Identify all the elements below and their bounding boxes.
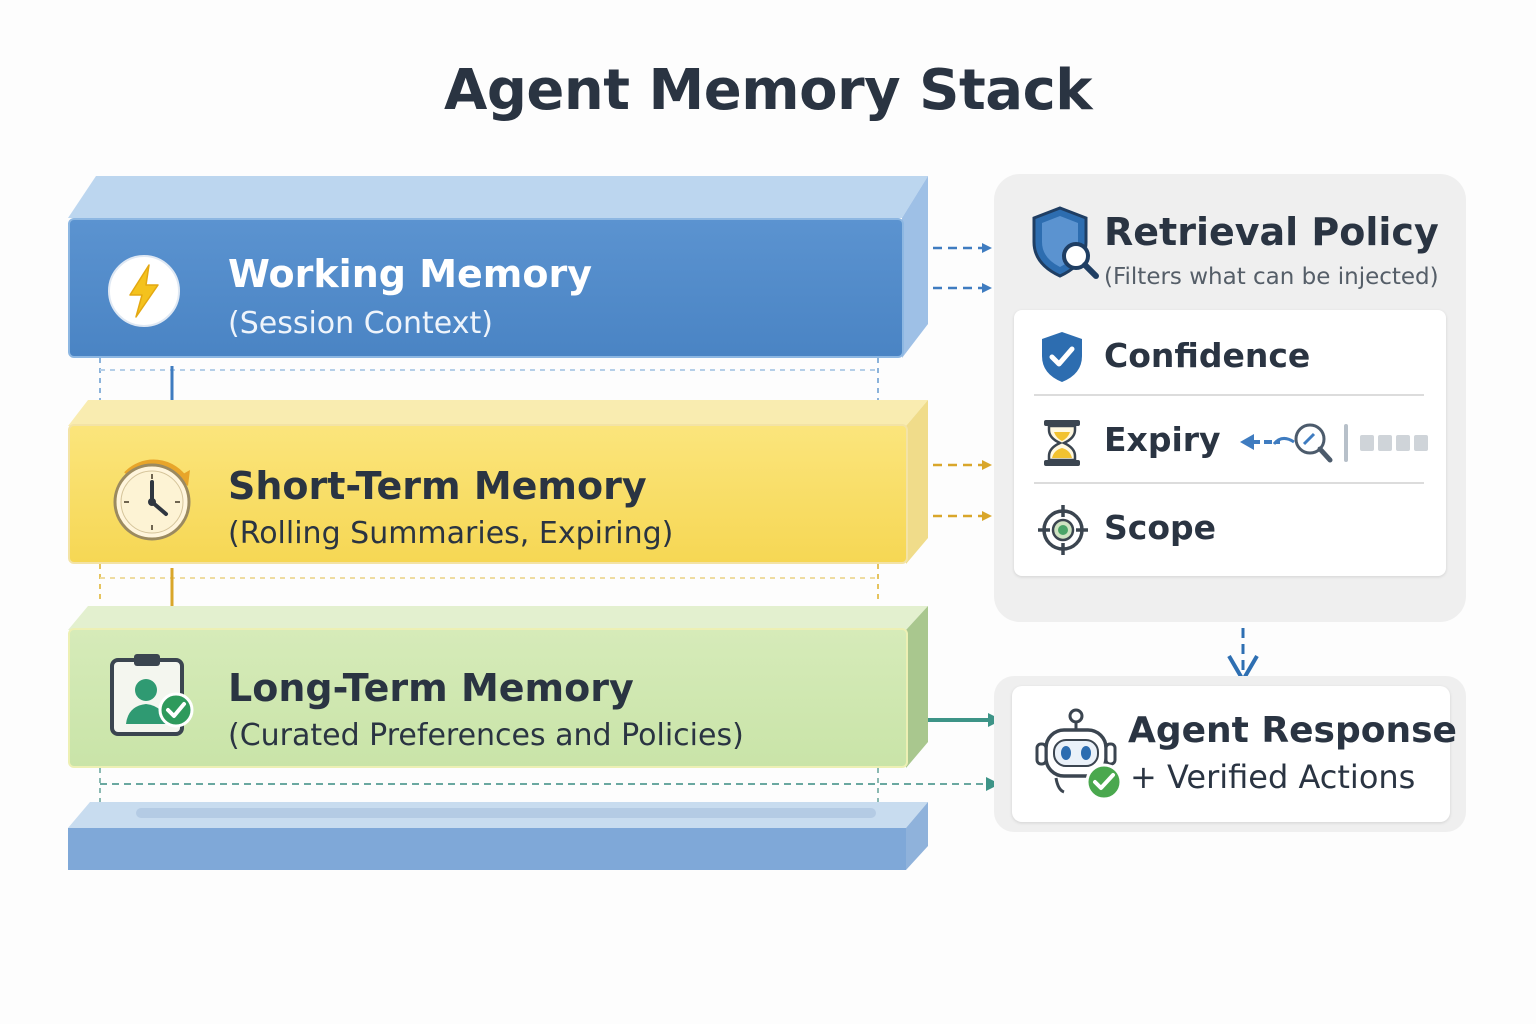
layer-title: Working Memory [228, 252, 592, 296]
stack-base [68, 800, 928, 872]
progress-segments-icon [1344, 424, 1434, 466]
layer-subtitle: (Curated Preferences and Policies) [228, 718, 744, 753]
layer-title: Long-Term Memory [228, 666, 634, 710]
layer-short-term-memory: Short-Term Memory (Rolling Summaries, Ex… [68, 398, 928, 566]
target-icon [1036, 503, 1090, 561]
layer-long-term-memory: Long-Term Memory (Curated Preferences an… [68, 604, 928, 770]
divider [1034, 482, 1424, 484]
lightning-icon [106, 253, 182, 333]
diagram-title: Agent Memory Stack [443, 58, 1093, 123]
policy-subtitle: (Filters what can be injected) [1104, 264, 1439, 290]
layer-subtitle: (Session Context) [228, 306, 493, 341]
layer-working-memory: Working Memory (Session Context) [68, 174, 928, 360]
shield-search-icon [1028, 204, 1100, 284]
hourglass-icon [1042, 418, 1082, 472]
layer-3d-edges [68, 176, 928, 358]
layer-subtitle: (Rolling Summaries, Expiring) [228, 516, 674, 551]
criterion-expiry: Expiry [1104, 420, 1221, 459]
magnifier-arrow-icon [1236, 418, 1334, 472]
robot-check-icon [1034, 706, 1128, 806]
policy-title: Retrieval Policy [1104, 210, 1439, 254]
criterion-scope: Scope [1104, 508, 1217, 547]
response-title: Agent Response [1128, 710, 1457, 751]
profile-check-icon [106, 652, 196, 742]
clock-icon [106, 454, 200, 548]
response-subtitle: + Verified Actions [1130, 758, 1416, 796]
layer-title: Short-Term Memory [228, 464, 647, 508]
criterion-confidence: Confidence [1104, 336, 1311, 375]
shield-check-icon [1038, 330, 1086, 388]
layer-3d-edges [68, 400, 928, 564]
layer-3d-edges [68, 606, 928, 768]
divider [1034, 394, 1424, 396]
